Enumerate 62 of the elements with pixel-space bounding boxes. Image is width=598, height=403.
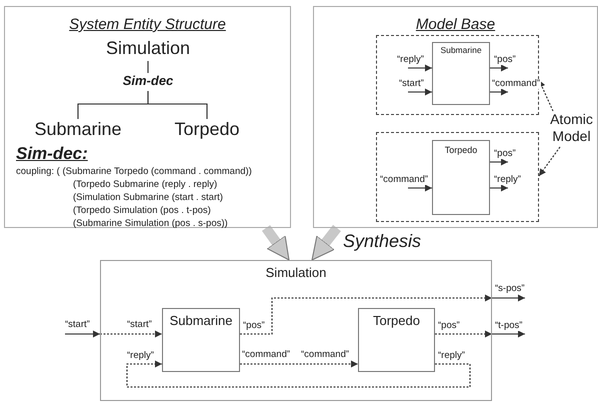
port-arrow	[408, 64, 432, 72]
tree-line	[147, 61, 149, 73]
coupling-line: coupling: ( (Submarine Torpedo (command . command))	[16, 167, 252, 178]
coupling-line: (Torpedo Simulation (pos . t-pos)	[73, 206, 211, 217]
box-title: Submarine	[168, 314, 234, 329]
coupling-arrow	[100, 330, 162, 338]
entity-label: Torpedo	[161, 119, 253, 142]
panel-title: System Entity Structure	[68, 16, 227, 34]
callout-text: Atomic Model	[545, 111, 598, 147]
port-label: “start”	[64, 320, 91, 330]
port-label: “reply”	[493, 175, 522, 186]
model-box	[358, 308, 435, 372]
port-label: “start”	[398, 79, 425, 90]
panel	[4, 6, 291, 228]
leader-line	[538, 146, 560, 176]
port-arrow	[492, 330, 525, 338]
port-label: “command”	[491, 79, 542, 90]
port-label: “reply”	[126, 351, 155, 362]
port-arrow	[490, 184, 508, 192]
synthesis-arrow	[262, 225, 290, 260]
coupled-model-box	[100, 260, 492, 401]
port-arrow	[490, 64, 508, 72]
coupling-arrow	[126, 360, 471, 388]
section-heading: Sim-dec:	[16, 144, 88, 164]
port-label: “pos”	[437, 321, 461, 332]
model-box	[432, 140, 490, 215]
synthesis-arrow	[312, 224, 341, 260]
coupling-arrow	[240, 294, 492, 335]
port-label: “command”	[241, 350, 292, 360]
box-title: Torpedo	[372, 314, 421, 329]
port-label: “reply”	[396, 55, 425, 66]
tree-line	[147, 91, 208, 119]
aspect-label: Sim-dec	[116, 73, 180, 91]
entity-label: Submarine	[28, 119, 128, 142]
port-label: “pos”	[242, 321, 266, 332]
box-title: Torpedo	[444, 145, 478, 156]
port-label: “command”	[300, 350, 350, 360]
coupling-arrow	[240, 360, 358, 368]
port-label: “command”	[379, 175, 430, 186]
port-arrow	[408, 184, 432, 192]
coupling-line: (Submarine Simulation (pos . s-pos))	[73, 219, 228, 230]
port-arrow	[490, 88, 508, 96]
coupling-arrow	[435, 330, 492, 338]
port-label: “pos”	[493, 149, 517, 160]
port-arrow	[492, 294, 525, 302]
box-title: Submarine	[439, 46, 483, 56]
port-label: “start”	[126, 320, 153, 330]
coupling-line: (Simulation Submarine (start . start)	[73, 193, 223, 204]
synthesis-label: Synthesis	[342, 232, 422, 252]
box-title: Simulation	[264, 266, 328, 281]
model-box	[162, 308, 240, 372]
panel-title: Model Base	[414, 16, 496, 34]
port-arrow	[408, 88, 432, 96]
model-box	[432, 42, 490, 105]
port-label: “s-pos”	[494, 284, 526, 294]
port-arrow	[490, 158, 508, 166]
entity-label: Simulation	[96, 38, 200, 61]
port-arrow	[65, 330, 100, 338]
coupling-line: (Torpedo Submarine (reply . reply)	[73, 180, 218, 191]
port-label: “t-pos”	[494, 321, 524, 332]
port-label: “pos”	[493, 55, 517, 66]
port-label: “reply”	[437, 351, 466, 362]
